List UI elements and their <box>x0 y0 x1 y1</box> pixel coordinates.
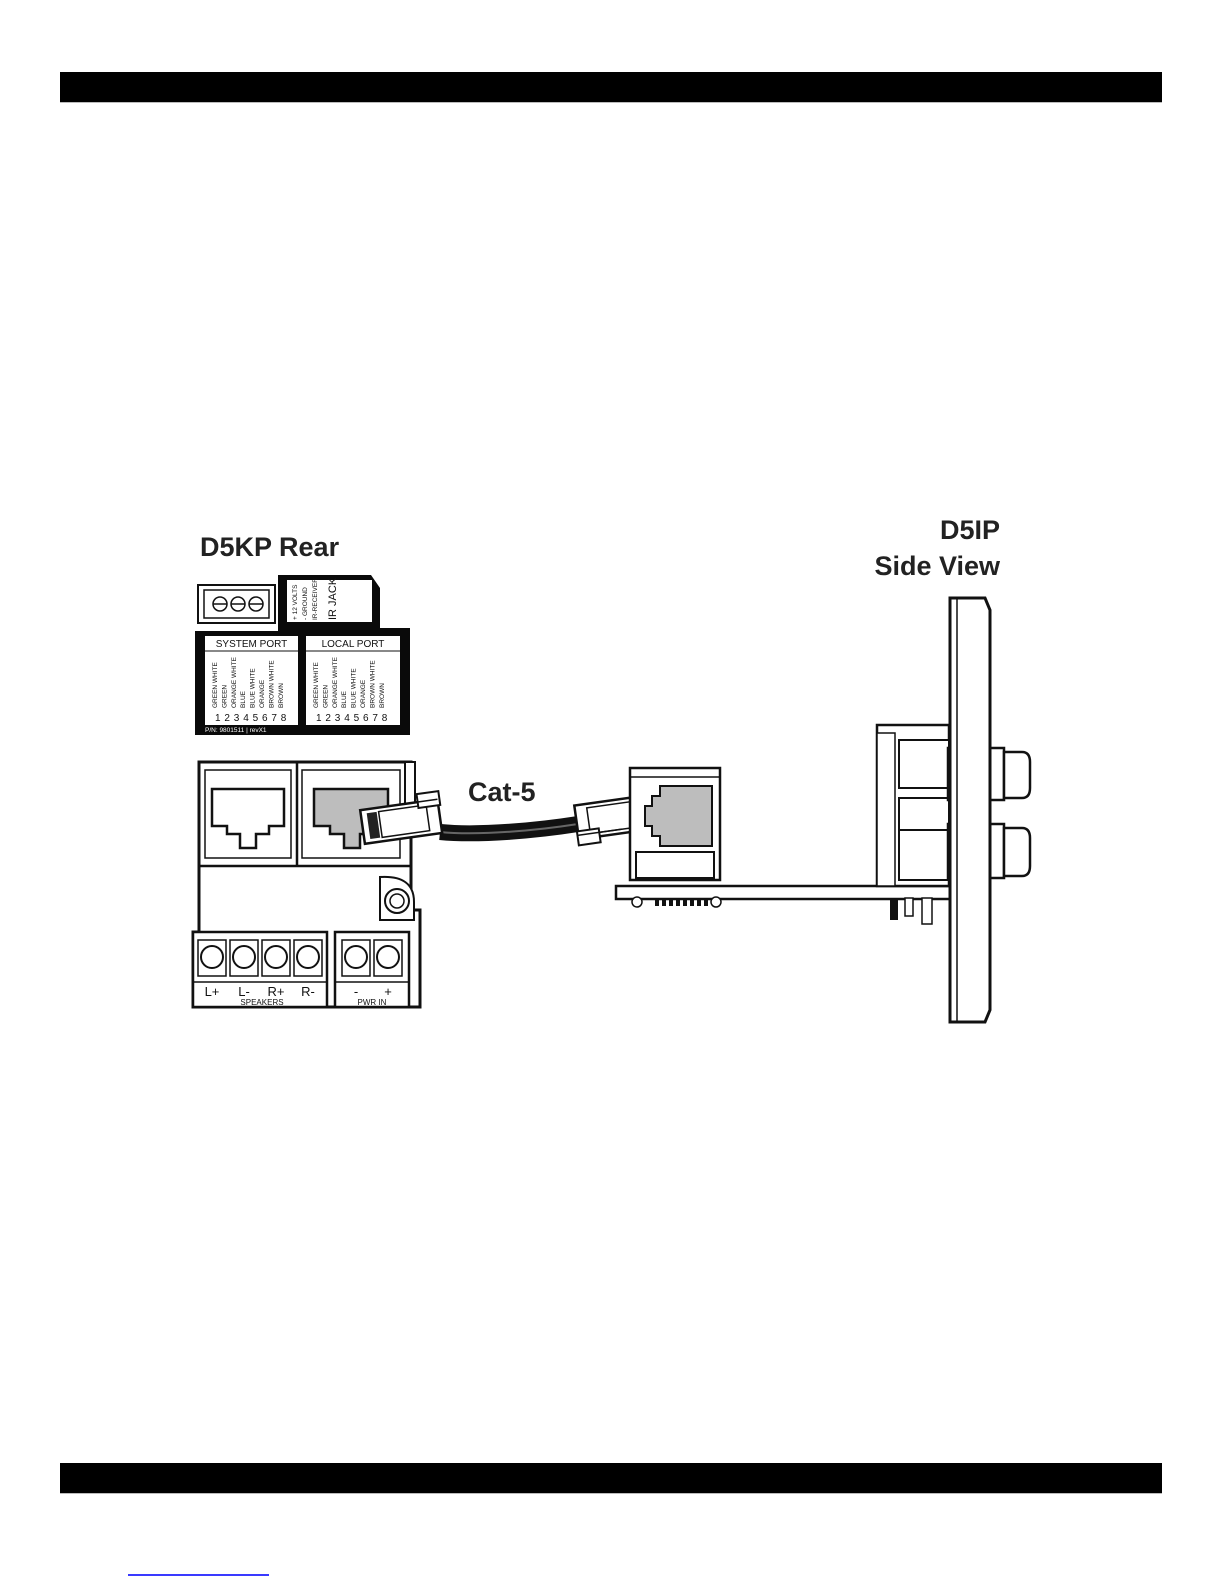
local-port-pin-number-5: 5 <box>354 713 360 724</box>
rj45-plug-left <box>358 789 444 846</box>
ir-screw-terminals <box>212 596 264 612</box>
header-bar <box>60 72 1162 102</box>
system-port-wire-color-8: BROWN <box>278 683 285 708</box>
ir-pin-label-1: + 12 VOLTS <box>292 584 299 620</box>
system-port-pin-number-7: 7 <box>271 713 277 724</box>
system-port-label: SYSTEM PORT <box>216 639 288 650</box>
system-port-wire-color-3: ORANGE WHITE <box>231 656 238 708</box>
mounting-hole <box>379 875 415 921</box>
interface-faceplate <box>948 596 992 1024</box>
system-port-jack <box>204 769 292 859</box>
rear-label-panel: + 12 VOLTS - GROUND IR-RECEIVER IR JACK … <box>195 575 410 735</box>
local-port-wire-color-5: BLUE WHITE <box>351 668 358 708</box>
local-port-wire-color-8: BROWN <box>379 683 386 708</box>
system-port-pin-number-4: 4 <box>243 713 249 724</box>
footer-rule <box>60 1493 1162 1494</box>
interface-side-view <box>614 596 1032 1024</box>
local-port-pin-number-6: 6 <box>363 713 369 724</box>
system-port-pin-number-1: 1 <box>215 713 221 724</box>
local-port-pin-number-1: 1 <box>316 713 322 724</box>
speaker-terminal-screw-3 <box>264 945 288 969</box>
speaker-terminal-label-3: R+ <box>268 984 285 999</box>
system-port-pin-number-5: 5 <box>253 713 259 724</box>
pcb-pins <box>655 898 708 906</box>
local-port-pin-number-2: 2 <box>325 713 331 724</box>
ir-pin-label-2: - GROUND <box>302 587 309 620</box>
power-terminal-block: - + PWR IN <box>333 930 411 1009</box>
local-port-wire-color-7: BROWN WHITE <box>369 660 376 708</box>
local-port-wire-color-4: BLUE <box>341 690 348 708</box>
local-port-wire-color-3: ORANGE WHITE <box>332 656 339 708</box>
system-port-wire-color-2: GREEN <box>221 685 228 708</box>
system-port-pin-number-2: 2 <box>224 713 230 724</box>
system-port-wire-color-1: GREEN WHITE <box>212 661 219 708</box>
power-terminal-screw-1 <box>344 945 368 969</box>
system-port-pin-number-3: 3 <box>234 713 240 724</box>
speaker-terminal-screw-4 <box>296 945 320 969</box>
system-port-wire-color-7: BROWN WHITE <box>268 660 275 708</box>
part-number: P/N: 9801511 | revX1 <box>205 727 267 734</box>
ir-pin-label-3: IR-RECEIVER <box>312 578 319 620</box>
interface-title-line2: Side View <box>874 551 1001 581</box>
system-port-wire-color-5: BLUE WHITE <box>250 668 257 708</box>
keypad-title: D5KP Rear <box>200 532 340 562</box>
power-in-label: PWR IN <box>358 998 387 1007</box>
system-port-pin-number-6: 6 <box>262 713 268 724</box>
speaker-terminal-screw-2 <box>232 945 256 969</box>
keypad-rear-body: L+ L- R+ R- SPEAKERS - + PWR IN <box>191 760 422 1009</box>
footer-bar <box>60 1463 1162 1493</box>
local-port-pin-number-3: 3 <box>335 713 341 724</box>
local-port-pin-number-4: 4 <box>344 713 350 724</box>
interface-title-line1: D5IP <box>940 515 1000 545</box>
speaker-terminal-label-2: L- <box>238 984 250 999</box>
ir-jack-label-box <box>287 580 372 622</box>
header-rule <box>60 102 1162 103</box>
local-port-label: LOCAL PORT <box>322 639 385 650</box>
local-port-pin-number-8: 8 <box>382 713 388 724</box>
cable-label: Cat-5 <box>468 777 536 807</box>
local-port-wire-color-6: ORANGE <box>360 679 367 708</box>
speaker-terminal-block: L+ L- R+ R- SPEAKERS <box>191 930 329 1009</box>
footer-link-underline <box>128 1574 269 1576</box>
system-port-wire-color-4: BLUE <box>240 690 247 708</box>
interface-pcb <box>614 884 952 901</box>
system-port-pin-number-8: 8 <box>281 713 287 724</box>
cat5-cable <box>439 816 580 842</box>
power-terminal-screw-2 <box>376 945 400 969</box>
speaker-terminal-label-1: L+ <box>205 984 220 999</box>
speaker-terminal-screw-1 <box>200 945 224 969</box>
speakers-label: SPEAKERS <box>240 998 283 1007</box>
ir-jack-label: IR JACK <box>327 577 339 620</box>
power-terminal-label-2: + <box>384 984 392 999</box>
system-port-wire-color-6: ORANGE <box>259 679 266 708</box>
power-terminal-label-1: - <box>354 984 358 999</box>
ir-plug <box>197 584 276 624</box>
speaker-terminal-label-4: R- <box>301 984 315 999</box>
local-port-wire-color-2: GREEN <box>322 685 329 708</box>
local-port-pin-number-7: 7 <box>372 713 378 724</box>
local-port-wire-color-1: GREEN WHITE <box>313 661 320 708</box>
